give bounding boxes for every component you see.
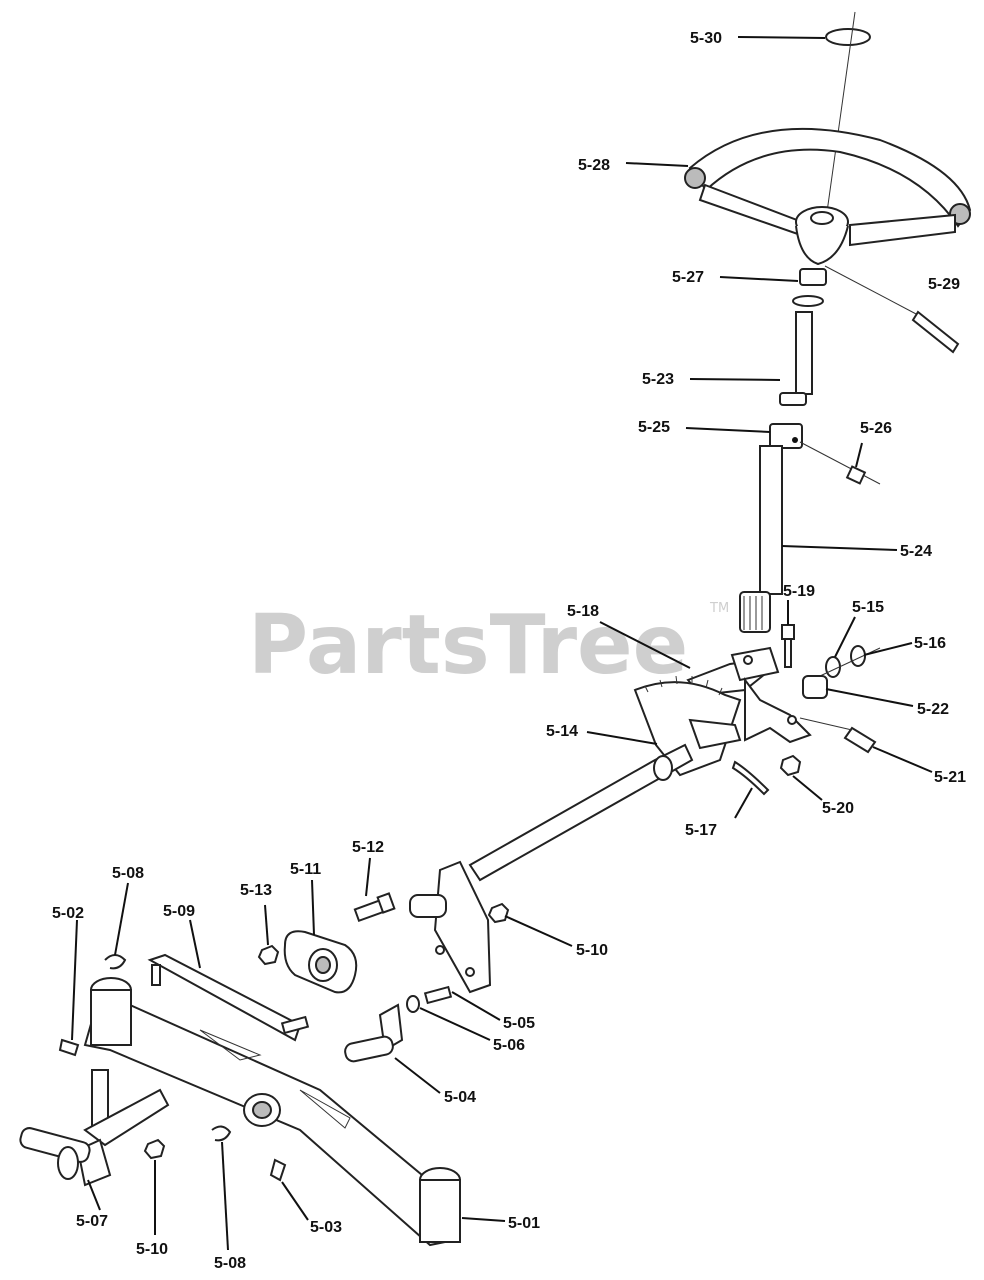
part-5-01-axle bbox=[83, 977, 461, 1247]
part-5-10-nut-bottom bbox=[143, 1138, 166, 1160]
part-5-23-collar bbox=[779, 392, 807, 406]
collar-hole bbox=[792, 437, 798, 443]
label-5-27: 5-27 bbox=[672, 269, 704, 286]
part-5-07-spindle bbox=[19, 1069, 170, 1187]
part-5-06-washer bbox=[406, 995, 420, 1013]
label-5-10-bottom: 5-10 bbox=[136, 1241, 168, 1258]
part-5-08-clip-bottom bbox=[211, 1125, 232, 1142]
label-5-01: 5-01 bbox=[508, 1215, 540, 1232]
label-5-12: 5-12 bbox=[352, 839, 384, 856]
callout-labels: 5-30 5-28 5-27 5-29 5-23 5-25 5-26 5-24 … bbox=[52, 30, 966, 1272]
part-5-08-clip-top bbox=[104, 954, 127, 970]
part-5-23-shaft bbox=[795, 311, 813, 395]
part-5-15-washer bbox=[825, 656, 841, 678]
part-5-05-bolt bbox=[423, 985, 453, 1005]
centerline-set-screw bbox=[799, 441, 881, 485]
label-5-08-bottom: 5-08 bbox=[214, 1255, 246, 1272]
label-5-03: 5-03 bbox=[310, 1219, 342, 1236]
label-5-11: 5-11 bbox=[290, 861, 321, 878]
part-5-19-bolt-head bbox=[781, 624, 795, 640]
label-5-30: 5-30 bbox=[690, 30, 722, 47]
part-5-03-grease-fitting bbox=[269, 1158, 287, 1182]
label-5-08-top: 5-08 bbox=[112, 865, 144, 882]
label-5-24: 5-24 bbox=[900, 543, 932, 560]
part-5-12-bolt-head bbox=[376, 892, 396, 914]
label-5-16: 5-16 bbox=[914, 635, 946, 652]
label-5-14: 5-14 bbox=[546, 723, 578, 740]
label-5-13: 5-13 bbox=[240, 882, 272, 899]
watermark-trademark: TM bbox=[709, 601, 729, 616]
part-5-14-sector-gear bbox=[633, 675, 742, 777]
label-5-18: 5-18 bbox=[567, 603, 599, 620]
centerline-pin bbox=[824, 265, 919, 316]
part-support-bracket bbox=[409, 860, 492, 994]
part-5-02-grease-fitting bbox=[58, 1038, 80, 1057]
part-5-22-spacer bbox=[802, 675, 828, 699]
label-5-20: 5-20 bbox=[822, 800, 854, 817]
label-5-06: 5-06 bbox=[493, 1037, 525, 1054]
part-5-10-nut-right bbox=[487, 902, 510, 924]
label-5-29: 5-29 bbox=[928, 276, 960, 293]
part-5-09-rod-stud bbox=[151, 964, 161, 986]
part-5-21-grease-fitting bbox=[843, 726, 877, 754]
part-ring bbox=[792, 295, 824, 307]
part-5-11-flange-bearing bbox=[283, 930, 358, 994]
label-5-25: 5-25 bbox=[638, 419, 670, 436]
label-5-04: 5-04 bbox=[444, 1089, 476, 1106]
label-5-10-right: 5-10 bbox=[576, 942, 608, 959]
part-5-09-rod-end bbox=[280, 1015, 310, 1035]
label-5-23: 5-23 bbox=[642, 371, 674, 388]
label-5-07: 5-07 bbox=[76, 1213, 108, 1230]
label-5-05: 5-05 bbox=[503, 1015, 535, 1032]
label-5-21: 5-21 bbox=[934, 769, 966, 786]
part-5-20-nut bbox=[779, 754, 802, 777]
leader-lines bbox=[71, 36, 933, 1251]
pinion-teeth bbox=[743, 596, 763, 630]
part-5-28-steering-wheel bbox=[684, 127, 972, 266]
part-5-26-set-screw bbox=[845, 465, 867, 485]
label-5-28: 5-28 bbox=[578, 157, 610, 174]
part-5-27-bushing bbox=[799, 268, 827, 286]
watermark-text: PartsTree bbox=[248, 598, 688, 693]
label-5-17: 5-17 bbox=[685, 822, 717, 839]
part-5-17-cotter-pin bbox=[731, 760, 770, 796]
part-5-16-washer bbox=[850, 645, 866, 667]
label-5-15: 5-15 bbox=[852, 599, 884, 616]
part-5-24-shaft bbox=[759, 445, 783, 595]
part-5-29-pin bbox=[911, 310, 960, 354]
label-5-26: 5-26 bbox=[860, 420, 892, 437]
part-5-04-pivot-pin bbox=[344, 1003, 404, 1063]
label-5-19: 5-19 bbox=[783, 583, 815, 600]
rod-end bbox=[653, 755, 673, 781]
centerline-fitting bbox=[799, 717, 853, 731]
label-5-09: 5-09 bbox=[163, 903, 195, 920]
part-5-30-cap bbox=[825, 28, 871, 46]
part-drag-link-rod bbox=[468, 743, 694, 882]
label-5-22: 5-22 bbox=[917, 701, 949, 718]
label-5-02: 5-02 bbox=[52, 905, 84, 922]
part-5-19-bolt-shank bbox=[784, 638, 792, 668]
part-5-25-collar bbox=[769, 423, 803, 449]
part-5-13-nut bbox=[257, 944, 280, 966]
